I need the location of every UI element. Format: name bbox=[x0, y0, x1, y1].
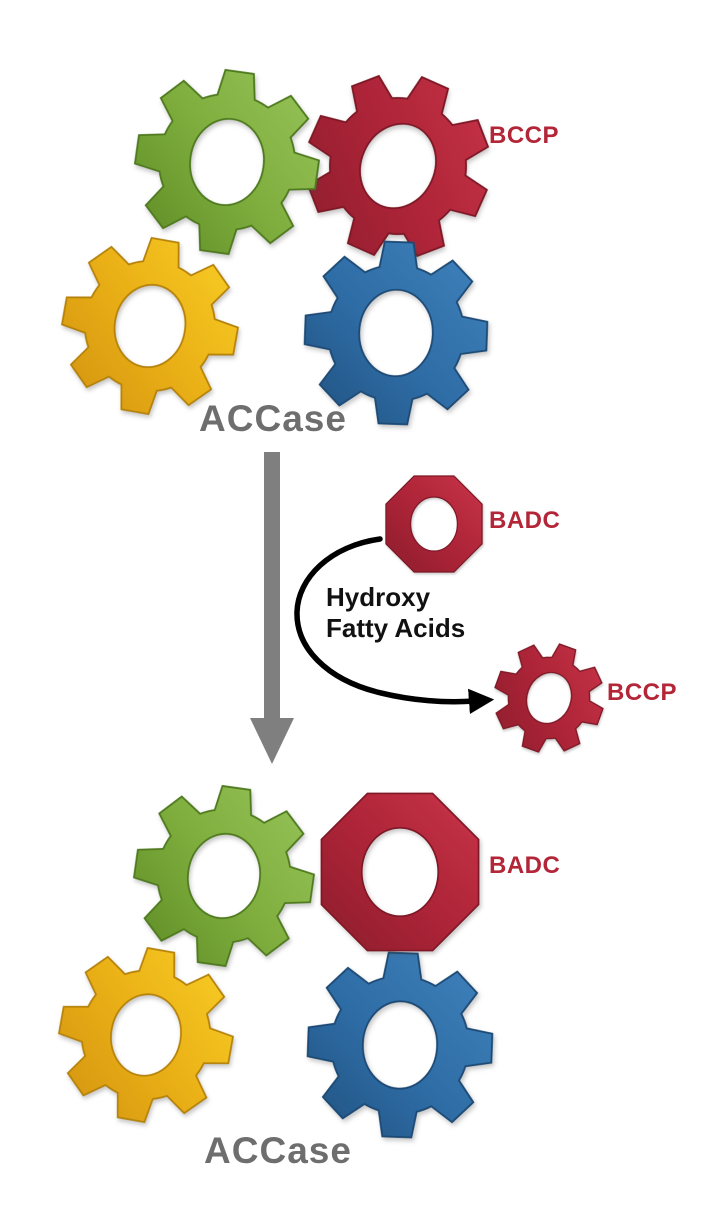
bccp-label-top: BCCP bbox=[489, 122, 560, 149]
accase-complex-bottom bbox=[45, 774, 496, 1141]
accase-label-top: ACCase bbox=[199, 398, 347, 439]
badc-label-bottom: BADC bbox=[489, 852, 561, 879]
badc-octagon-icon bbox=[320, 792, 480, 952]
badc-label-mid: BADC bbox=[489, 507, 561, 534]
yellow-gear-icon bbox=[48, 224, 252, 428]
down-arrow bbox=[250, 452, 294, 764]
blue-gear-icon bbox=[304, 949, 496, 1141]
hydroxy-fatty-acids-annotation: Hydroxy Fatty Acids bbox=[326, 582, 465, 644]
annotation-line-2: Fatty Acids bbox=[326, 613, 466, 643]
green-gear-icon bbox=[123, 58, 331, 266]
accase-complex-top bbox=[48, 45, 519, 428]
bccp-label-mid: BCCP bbox=[607, 679, 678, 706]
annotation-line-1: Hydroxy bbox=[326, 582, 431, 612]
accase-label-bottom: ACCase bbox=[204, 1130, 352, 1171]
curved-release-arrow bbox=[294, 536, 495, 714]
badc-octagon-icon-mid bbox=[385, 475, 483, 573]
green-gear-icon bbox=[122, 774, 326, 978]
red-bccp-gear-icon-small bbox=[478, 627, 620, 769]
